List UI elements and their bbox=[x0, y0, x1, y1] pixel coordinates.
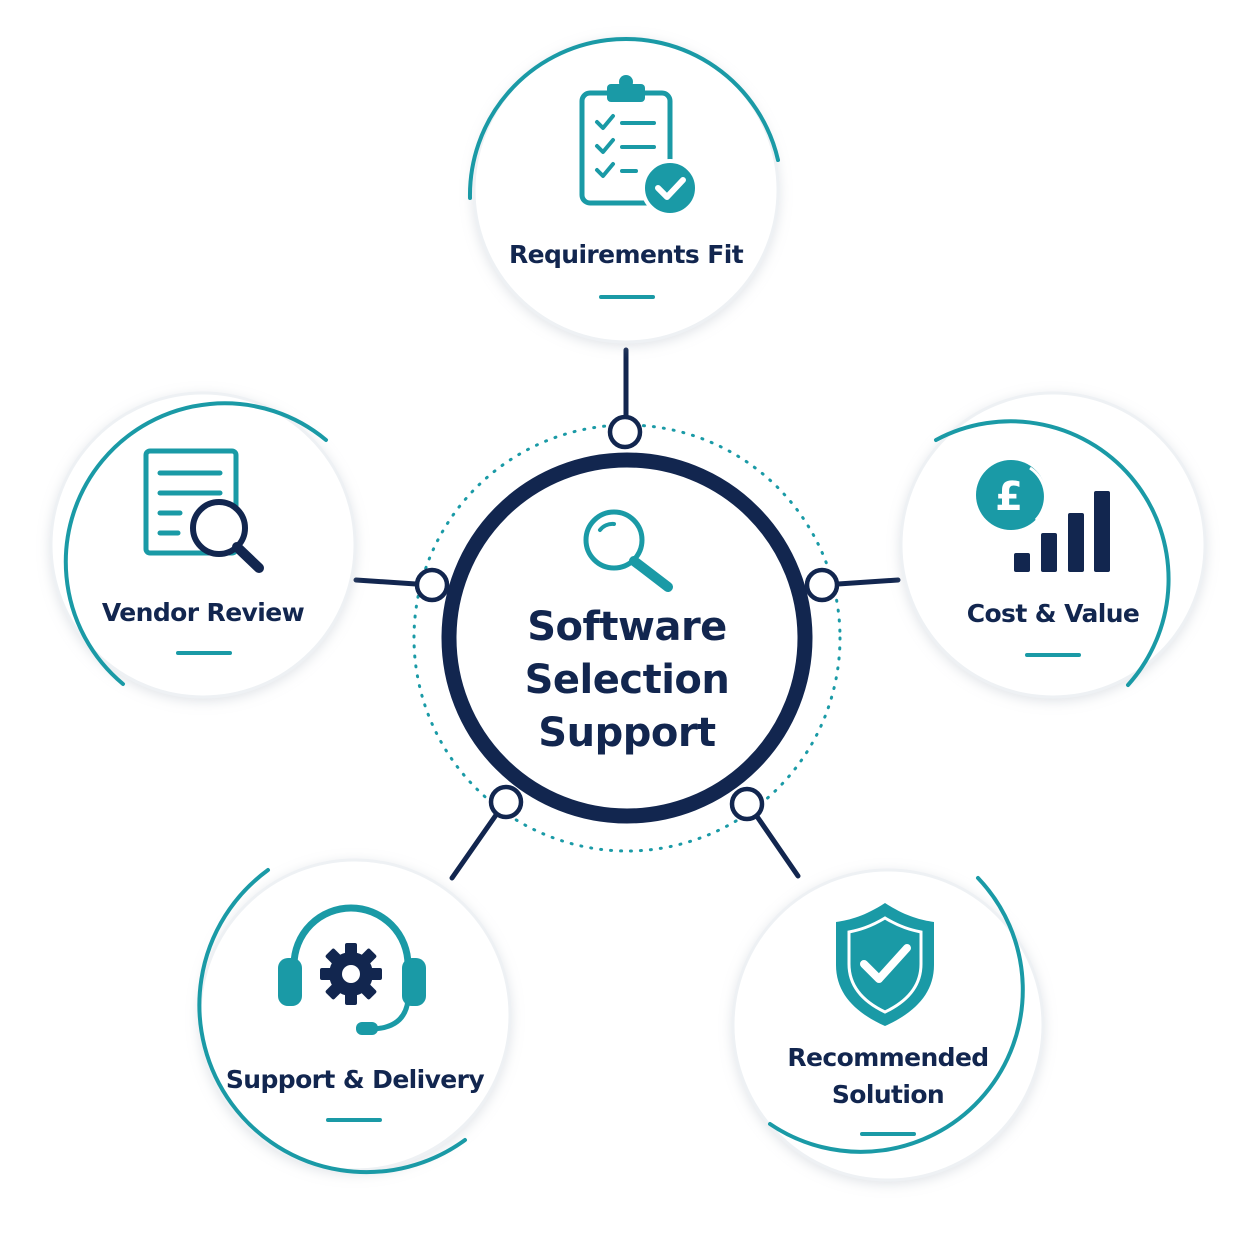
node-recommended-solution-arc bbox=[768, 876, 1025, 1154]
headset-gear-icon bbox=[278, 904, 426, 1035]
node-cost-value-label: Cost & Value bbox=[967, 599, 1140, 628]
node-requirements-fit-arc bbox=[467, 36, 780, 200]
node-requirements-fit-label: Requirements Fit bbox=[509, 240, 744, 269]
shield-check-icon bbox=[836, 903, 934, 1026]
node-recommended-solution-disc bbox=[731, 868, 1045, 1182]
node-requirements-fit: Requirements Fit bbox=[467, 36, 780, 344]
magnifier-icon bbox=[583, 509, 673, 592]
connector-cost-value bbox=[835, 577, 901, 587]
node-cost-value: £ Cost & Value bbox=[899, 391, 1207, 699]
node-recommended-solution-label-line-1: Recommended bbox=[787, 1043, 988, 1072]
node-cost-value-arc bbox=[934, 419, 1171, 687]
dotted-orbit-ring bbox=[412, 423, 842, 853]
center-title-line-2: Selection bbox=[525, 657, 730, 703]
node-vendor-review-label: Vendor Review bbox=[102, 598, 305, 627]
node-vendor-review: Vendor Review bbox=[49, 391, 357, 699]
clipboard-check-icon bbox=[579, 75, 699, 217]
node-vendor-review-arc bbox=[63, 401, 328, 686]
connector-vendor-review bbox=[353, 577, 419, 587]
hub-dot-left bbox=[414, 567, 450, 603]
hub-dot-top bbox=[607, 414, 643, 450]
hub-dot-bottom-right bbox=[729, 786, 765, 822]
connector-support-delivery bbox=[449, 812, 499, 881]
node-support-delivery-label: Support & Delivery bbox=[226, 1065, 484, 1094]
connectors bbox=[353, 347, 901, 881]
center-title-line-1: Software bbox=[527, 604, 727, 650]
hub-dot-right bbox=[804, 567, 840, 603]
center-hub: Software Selection Support bbox=[441, 452, 813, 824]
document-search-icon bbox=[143, 448, 264, 573]
pound-coin-chart-icon: £ bbox=[976, 460, 1110, 572]
center-hub-circle bbox=[441, 452, 813, 824]
hub-dot-bottom-left bbox=[488, 784, 524, 820]
node-support-delivery-arc bbox=[197, 868, 467, 1175]
node-recommended-solution-label-line-2: Solution bbox=[832, 1080, 944, 1109]
center-title-line-3: Support bbox=[538, 710, 716, 756]
node-support-delivery: Support & Delivery bbox=[197, 858, 512, 1175]
connector-recommended-solution bbox=[753, 812, 801, 879]
svg-text:£: £ bbox=[995, 474, 1023, 520]
hub-dots bbox=[414, 414, 840, 822]
node-recommended-solution: Recommended Solution bbox=[731, 868, 1045, 1182]
